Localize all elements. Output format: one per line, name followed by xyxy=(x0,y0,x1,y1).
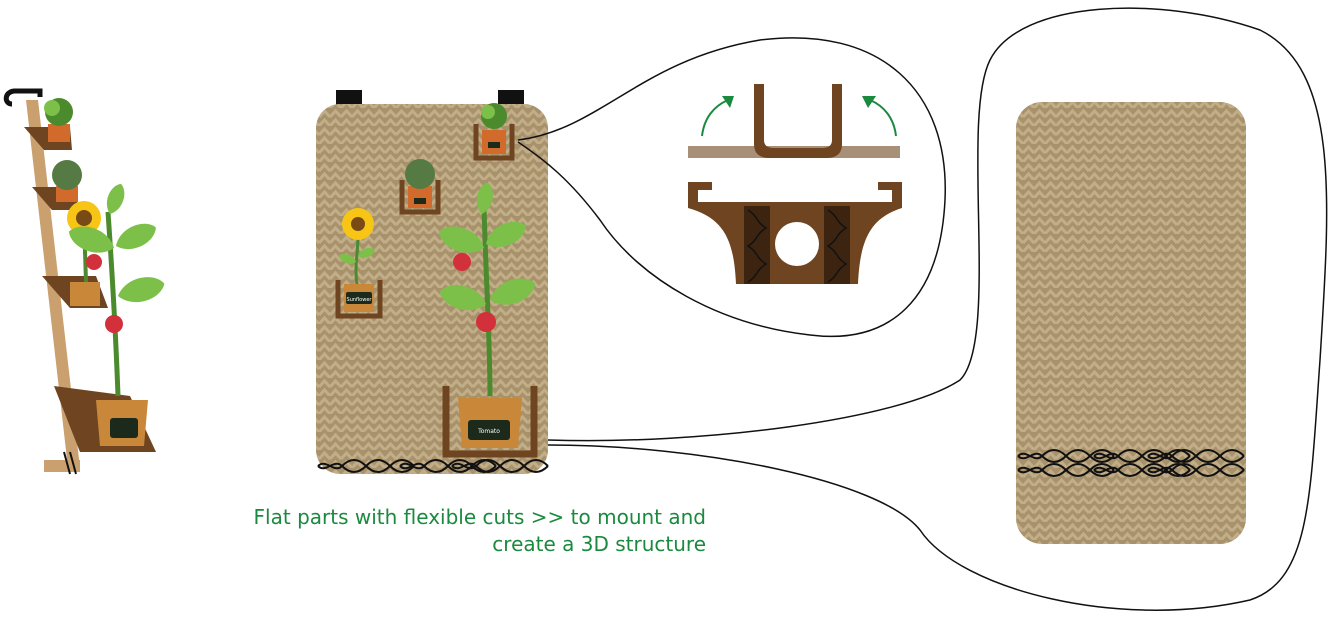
callout-bubble-right xyxy=(547,7,1328,611)
hanger-tab-left xyxy=(336,90,362,106)
flexible-cut-detail xyxy=(688,84,902,284)
side-plant-1 xyxy=(44,98,73,142)
side-view-structure xyxy=(3,88,168,475)
tomato-label: Tomato xyxy=(477,428,500,435)
back-board-detail xyxy=(1016,102,1246,544)
hanger-hook-icon xyxy=(3,88,43,107)
sunflower-label: Sunflower xyxy=(347,297,373,303)
tomato-plant-icon: Tomato xyxy=(434,181,540,458)
curved-arrow-icon-right xyxy=(869,99,897,137)
caption-line-2: create a 3D structure xyxy=(492,532,706,556)
side-base xyxy=(44,460,80,472)
front-pot-middle xyxy=(399,159,441,215)
callout-bubble-top xyxy=(517,37,946,337)
side-tomato-plant xyxy=(64,181,168,446)
u-cut-shape xyxy=(754,84,842,158)
caption-line-1: Flat parts with flexible cuts >> to moun… xyxy=(253,505,706,529)
curved-arrow-icon xyxy=(701,99,729,137)
side-base-lace xyxy=(63,451,77,475)
sunflower-icon: Sunflower xyxy=(335,208,383,319)
arrow-head-left xyxy=(722,96,734,108)
side-sunflower xyxy=(67,201,101,306)
front-pot-top xyxy=(473,103,515,161)
back-board xyxy=(1016,102,1246,544)
tray-hole xyxy=(775,222,819,266)
side-plant-2 xyxy=(52,160,82,202)
tray-lace-stitches xyxy=(746,209,848,283)
arrow-head-right xyxy=(862,96,876,108)
front-board-assembly: Sunflower Tomato xyxy=(316,90,549,474)
hanger-tab-right xyxy=(498,90,524,106)
caption-text: Flat parts with flexible cuts >> to moun… xyxy=(240,504,706,558)
